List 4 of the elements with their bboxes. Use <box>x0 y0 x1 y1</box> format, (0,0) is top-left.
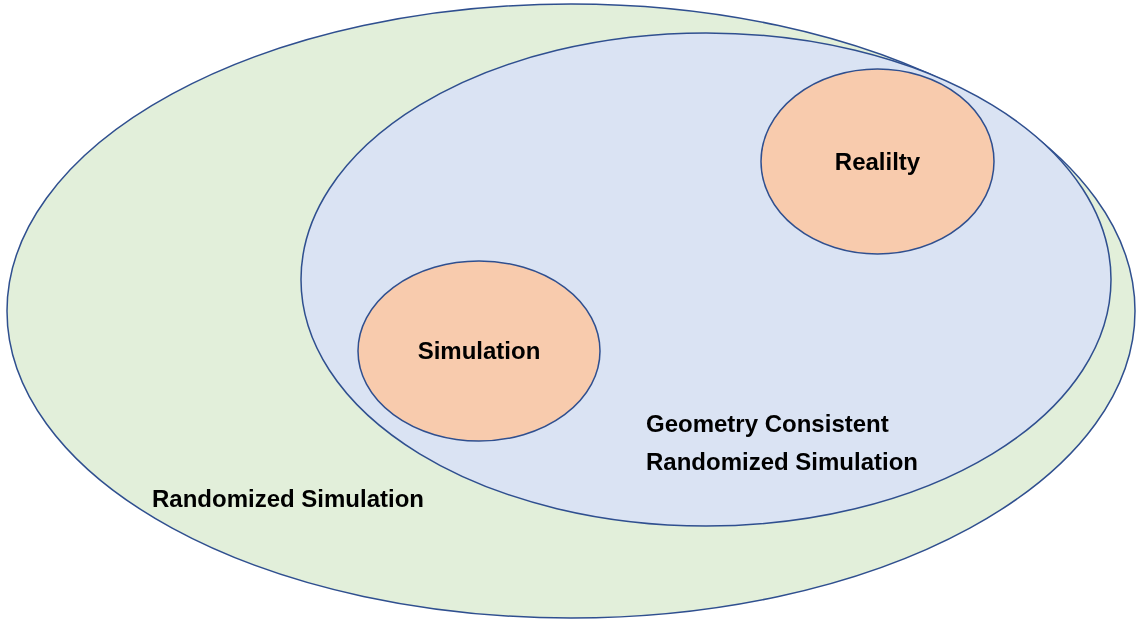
region-label: Realilty <box>833 146 922 177</box>
region-label: Geometry Consistent Randomized Simulation <box>646 409 919 477</box>
region-label: Randomized Simulation <box>152 484 425 514</box>
region-label: Simulation <box>416 336 542 366</box>
